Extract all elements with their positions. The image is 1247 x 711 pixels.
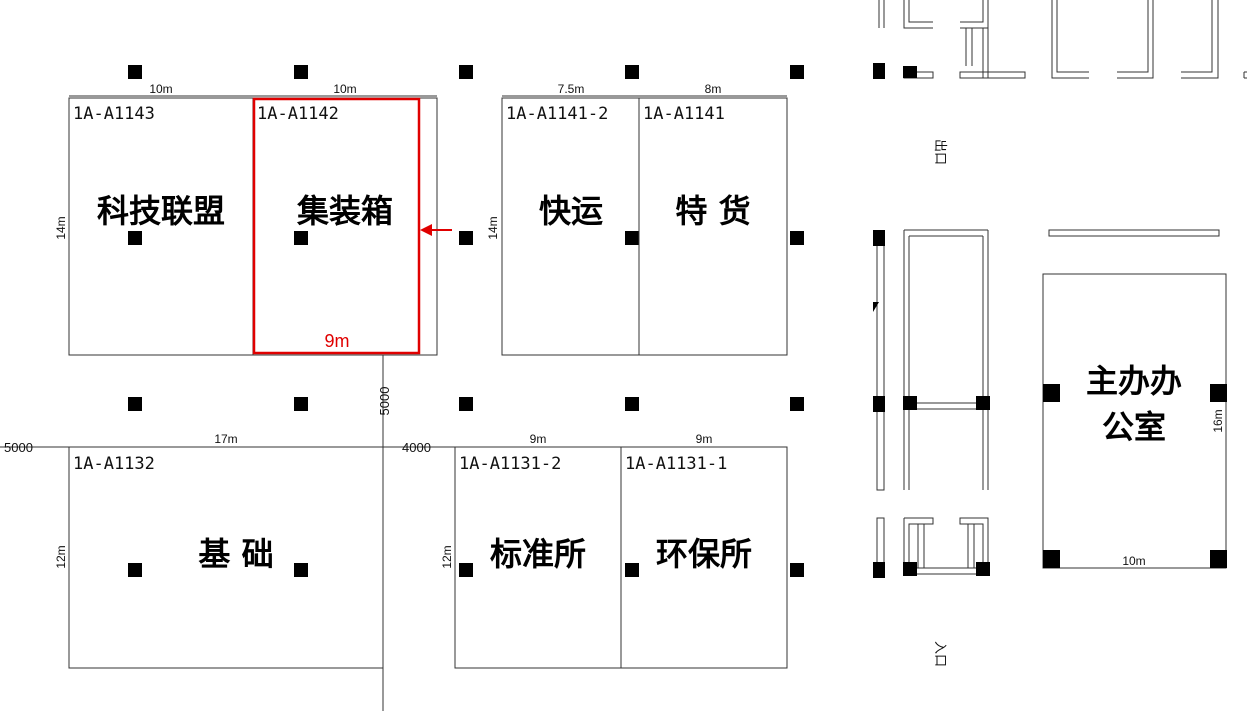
- column: [790, 397, 804, 411]
- column: [459, 397, 473, 411]
- column: [128, 231, 142, 245]
- booth-code-a1131-1: 1A-A1131-1: [625, 454, 727, 474]
- structural-columns: [128, 65, 804, 577]
- dim-width-a1143: 10m: [149, 82, 172, 96]
- column: [625, 563, 639, 577]
- booth-code-a1143: 1A-A1143: [73, 104, 155, 124]
- dim-width-a1142: 10m: [333, 82, 356, 96]
- column: [790, 65, 804, 79]
- booth-outline-a1132: [68, 446, 384, 669]
- column: [294, 231, 308, 245]
- booth-code-a1141: 1A-A1141: [643, 104, 725, 124]
- entrance-columns: [873, 63, 990, 578]
- column: [459, 65, 473, 79]
- booth-name-a1131-2: 标准所: [490, 535, 586, 573]
- dim-middle-aisle: 4000: [402, 440, 431, 455]
- booth-block-top-right: [501, 95, 788, 356]
- organizer-office: [1042, 273, 1227, 569]
- column: [790, 563, 804, 577]
- booth-name-a1142: 集装箱: [296, 192, 393, 230]
- dim-depth-a1141-2: 14m: [486, 216, 500, 239]
- column: [294, 65, 308, 79]
- booth-code-a1141-2: 1A-A1141-2: [506, 104, 608, 124]
- booth-block-bottom-right: [454, 446, 788, 669]
- column: [459, 563, 473, 577]
- dim-depth-a1143: 14m: [54, 216, 68, 239]
- dim-width-a1131-2: 9m: [530, 432, 547, 446]
- entrance-structures: [876, 0, 1247, 575]
- column: [625, 65, 639, 79]
- column: [128, 65, 142, 79]
- booth-name-a1141-2: 快运: [539, 192, 603, 230]
- dim-depth-office: 16m: [1211, 409, 1225, 432]
- column: [790, 231, 804, 245]
- column: [128, 563, 142, 577]
- booth-name-a1132: 基 础: [198, 535, 273, 573]
- dim-width-office: 10m: [1122, 554, 1145, 568]
- dim-width-a1141-2: 7.5m: [558, 82, 585, 96]
- booth-code-a1132: 1A-A1132: [73, 454, 155, 474]
- booth-code-a1142: 1A-A1142: [257, 104, 339, 124]
- dim-left-offset: 5000: [4, 440, 33, 455]
- office-name-line1: 主办办: [1086, 362, 1182, 400]
- dim-depth-a1131-2: 12m: [440, 545, 454, 568]
- dim-width-a1141: 8m: [705, 82, 722, 96]
- arrow-pointer: [420, 224, 452, 236]
- column: [294, 563, 308, 577]
- dim-width-a1131-1: 9m: [696, 432, 713, 446]
- booth-outline-a1141: [501, 97, 788, 356]
- column: [294, 397, 308, 411]
- office-outline: [1042, 273, 1227, 569]
- booth-block-bottom-left: [68, 446, 384, 669]
- entry-label: 入口: [932, 641, 947, 667]
- dim-vertical-aisle: 5000: [377, 387, 392, 416]
- booth-name-a1141: 特 货: [675, 192, 750, 230]
- booth-code-a1131-2: 1A-A1131-2: [459, 454, 561, 474]
- column: [625, 231, 639, 245]
- booth-highlight-a1142[interactable]: [252, 97, 421, 355]
- column: [625, 397, 639, 411]
- column: [459, 231, 473, 245]
- booth-name-a1131-1: 环保所: [656, 535, 752, 573]
- exit-label: 出口: [932, 139, 947, 165]
- booth-name-a1143: 科技联盟: [97, 192, 225, 230]
- highlight-width-a1142: 9m: [324, 331, 349, 351]
- office-name-line2: 公室: [1102, 408, 1166, 446]
- dim-depth-a1132: 12m: [54, 545, 68, 568]
- dim-width-a1132: 17m: [214, 432, 237, 446]
- column: [128, 397, 142, 411]
